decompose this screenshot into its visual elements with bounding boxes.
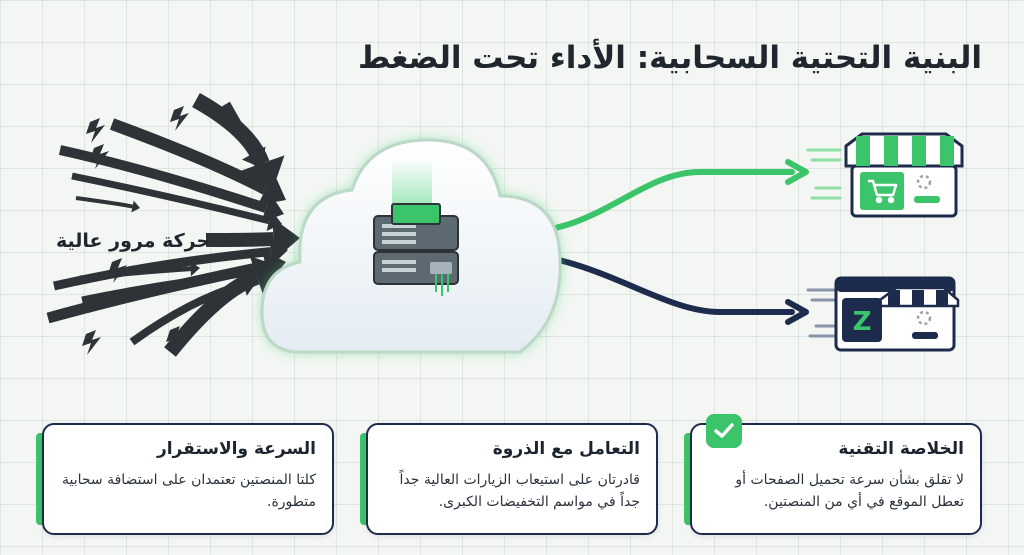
traffic-arrow-head [241,146,266,168]
card-peak-handling: التعامل مع الذروة قادرتان على استيعاب ال… [360,423,658,535]
lightning-icon [166,326,185,351]
traffic-arrow [58,145,268,213]
lightning-icon [170,106,189,131]
cart-icon [868,179,898,204]
lightning-icon [108,258,127,283]
traffic-arrow [71,172,270,225]
card-speed-stability: السرعة والاستقرار كلتا المنصتين تعتمدان … [36,423,334,535]
traffic-arrow [109,118,269,195]
traffic-arrow-head [249,255,284,299]
lightning-icon [90,144,109,169]
lightning-icon [82,330,101,355]
speed-lines [806,148,842,338]
traffic-label: حركة مرور عالية [56,230,211,252]
card-title: السرعة والاستقرار [156,439,316,459]
navy-arrow-head [785,299,809,325]
loading-spinner-icon [916,174,932,190]
server-icon [373,160,459,296]
card-title: التعامل مع الذروة [492,439,640,459]
traffic-arrow-head [131,200,140,213]
traffic-arrow [129,280,245,346]
card-body: كلتا المنصتين تعتمدان على استضافة سحابية… [61,472,316,510]
lightning-icons-group [82,106,189,355]
traffic-arrow-head [257,173,286,206]
traffic-arrow [205,232,274,247]
card-body: قادرتان على استيعاب الزيارات العالية جدا… [399,472,640,510]
traffic-arrow-head [261,193,284,223]
page-title: البنية التحتية السحابية: الأداء تحت الضغ… [357,40,982,76]
loading-spinner-icon [916,310,932,326]
lightning-icon [86,118,105,143]
store-logo-letter: Z [853,307,872,337]
check-badge [706,414,742,448]
traffic-arrows-group [46,93,300,357]
zid-logo [842,298,882,342]
traffic-arrow-head [190,261,200,277]
traffic-arrow-head [240,272,258,296]
card-title: الخلاصة التقنية [838,439,964,459]
traffic-arrow [79,266,191,281]
green-connection-line [517,169,795,235]
traffic-arrow [53,247,272,291]
traffic-arrow [75,196,133,209]
navy-store-icon: Z [834,276,960,352]
checkmark-icon [714,423,734,438]
green-arrow-head [785,159,809,185]
traffic-arrow [222,101,258,156]
green-store-icon [844,132,964,218]
card-body: لا تقلق بشأن سرعة تحميل الصفحات أو تعطل … [735,472,964,510]
